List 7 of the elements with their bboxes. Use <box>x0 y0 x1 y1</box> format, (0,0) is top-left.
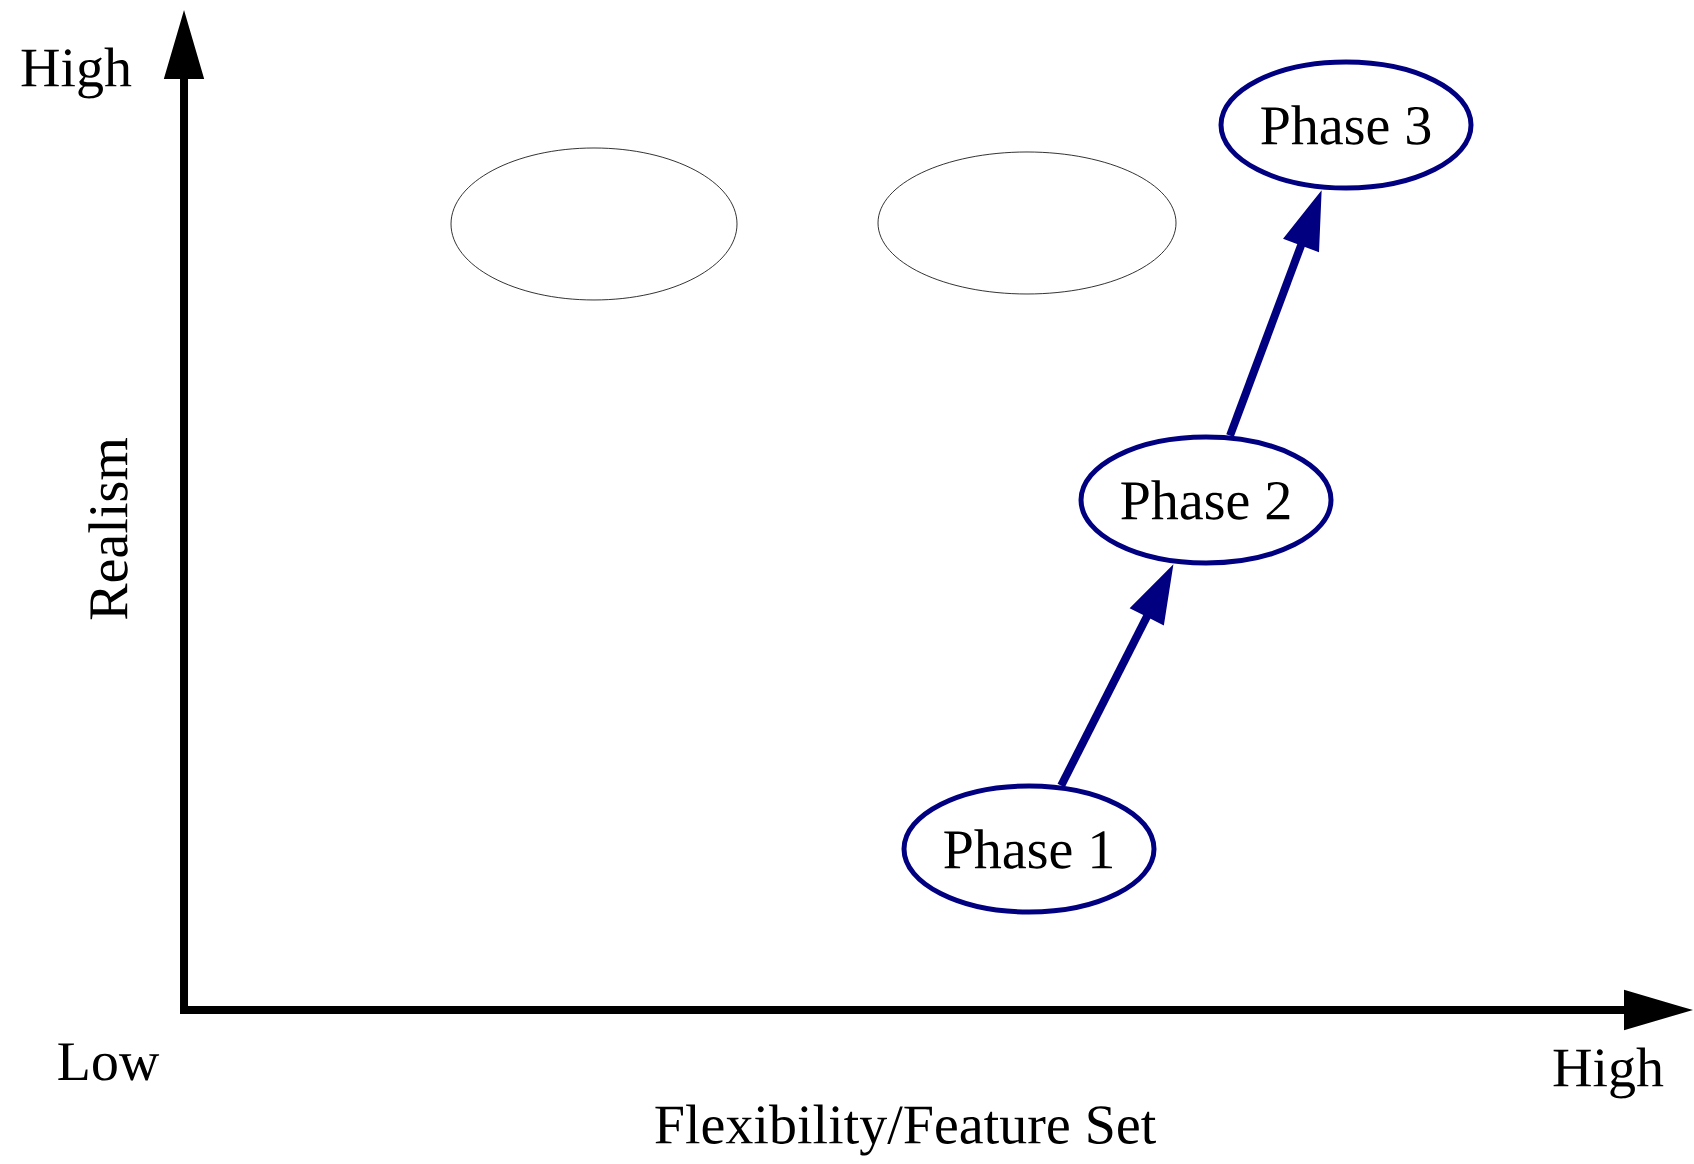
axis-title: Flexibility/Feature Set <box>655 1104 1156 1156</box>
ellipse <box>877 151 1177 295</box>
ellipse <box>450 147 738 301</box>
axis-title: Realism <box>88 438 128 620</box>
axis-label: High <box>21 47 132 99</box>
axis-label: Low <box>58 1043 160 1081</box>
axis-label: High <box>1553 1047 1664 1099</box>
